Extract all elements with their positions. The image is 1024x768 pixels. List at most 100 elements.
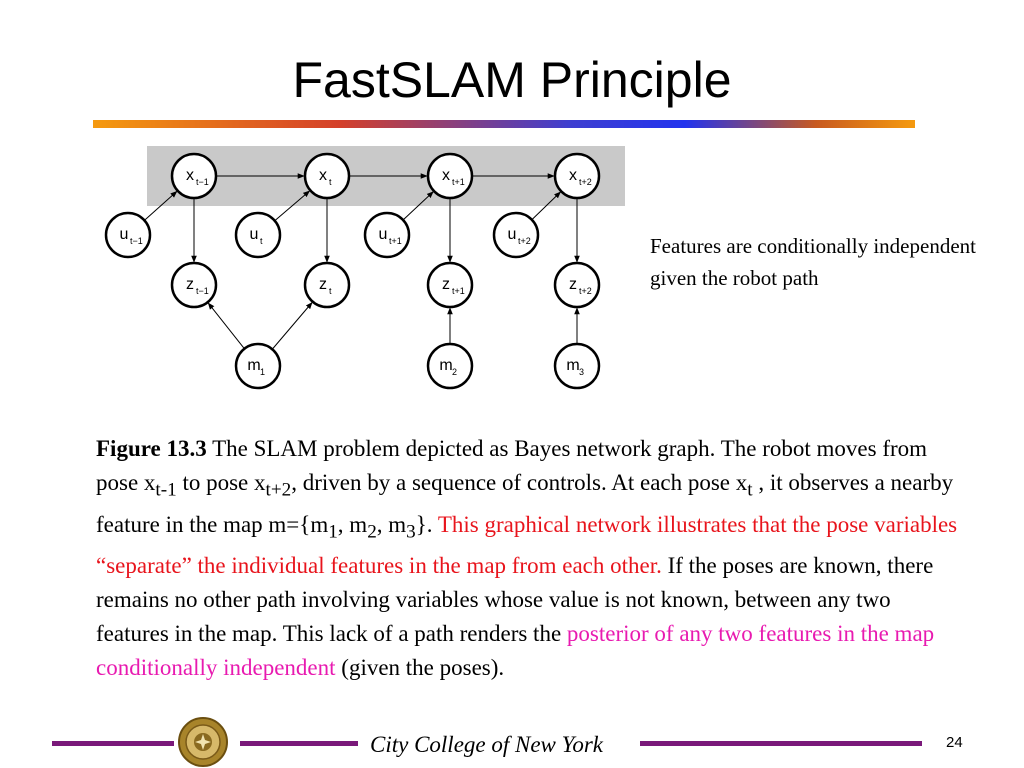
node-circle [426,261,474,309]
college-seal-icon [178,717,228,767]
page-number: 24 [946,734,963,751]
caption-highlight-pink: posterior of any two features in the map… [96,621,935,681]
node-circle [553,342,601,390]
node-circle [170,152,218,200]
node-label: u [120,226,129,243]
node-subscript: t+1 [452,177,465,187]
edge-m_1-to-z_t [271,301,313,350]
node-circle [426,342,474,390]
node-label: z [569,276,577,293]
node-label: u [379,226,388,243]
node-subscript: t [329,177,332,187]
slide-title: FastSLAM Principle [292,52,732,108]
caption-quote: ” [181,553,192,579]
footer-college-name: City College of New York [370,732,603,757]
node-circle [553,152,601,200]
node-circle [234,211,282,259]
caption-label: Figure 13.3 [96,436,207,461]
node-subscript: t−1 [130,236,143,246]
caption-text: , m [337,511,368,537]
node-subscript: t [260,236,263,246]
caption-subscript: t [747,479,753,501]
node-circle [363,211,411,259]
edge-u_tm1-to-x_tm1 [144,190,178,221]
node-label: m [247,357,260,374]
caption-subscript: 1 [328,521,338,543]
caption-subscript: 3 [406,521,416,543]
node-subscript: t+1 [389,236,402,246]
footer-rule-middle [240,741,358,746]
node-label: x [186,167,194,184]
caption-highlight-red: the individual features in the map from … [191,553,662,579]
caption-text: , m [376,511,407,537]
caption-text: , driven by a sequence of controls. [291,470,607,495]
node-circle [303,152,351,200]
node-label: z [186,276,194,293]
node-label: x [442,167,450,184]
node-circle [426,152,474,200]
node-subscript: t−1 [196,177,209,187]
node-circle [553,261,601,309]
caption-text: to pose x [176,470,266,495]
node-label: u [508,226,517,243]
caption-quote: “ [96,553,107,579]
node-circle [234,342,282,390]
caption-sentence-1: The SLAM problem depicted as Bayes netwo… [96,436,928,495]
node-label: x [569,167,577,184]
title-underline [93,120,915,128]
node-subscript: 1 [260,367,265,377]
node-subscript: t+1 [452,286,465,296]
node-subscript: t−1 [196,286,209,296]
caption-subscript: 2 [367,521,377,543]
node-label: x [319,167,327,184]
edge-u_tp2-to-x_tp2 [531,191,561,221]
caption-highlight-red: separate [106,553,182,579]
figure-caption: Figure 13.3 The SLAM problem depicted as… [96,432,966,685]
caption-sentence-2: At each pose x [606,470,748,495]
node-subscript: 2 [452,367,457,377]
node-circle [303,261,351,309]
caption-subscript: t-1 [155,479,177,501]
node-label: z [319,276,327,293]
edges-layer [144,173,580,350]
node-subscript: t [329,286,332,296]
caption-highlight-red: This graphical network illustrates that … [432,511,958,537]
footer-rule-right [640,741,922,746]
caption-ending: (given the poses). [335,655,505,681]
edge-m_1-to-z_tm1 [207,302,245,350]
node-circle [492,211,540,259]
node-label: m [566,357,579,374]
edge-u_tp1-to-x_tp1 [402,191,434,221]
node-subscript: 3 [579,367,584,377]
node-circle [104,211,152,259]
node-label: z [442,276,450,293]
caption-sentence-4: If the poses are known, there remains no… [96,553,934,647]
side-note: Features are conditionally independent g… [650,234,976,290]
node-subscript: t+2 [579,286,592,296]
edge-u_t-to-x_t [274,190,311,222]
node-label: u [250,226,259,243]
node-subscript: t+2 [518,236,531,246]
footer-rule-left [52,741,174,746]
node-label: m [439,357,452,374]
caption-text: , it observes a nearby feature in the ma… [96,470,954,537]
caption-text: }. [415,511,433,537]
node-circle [170,261,218,309]
